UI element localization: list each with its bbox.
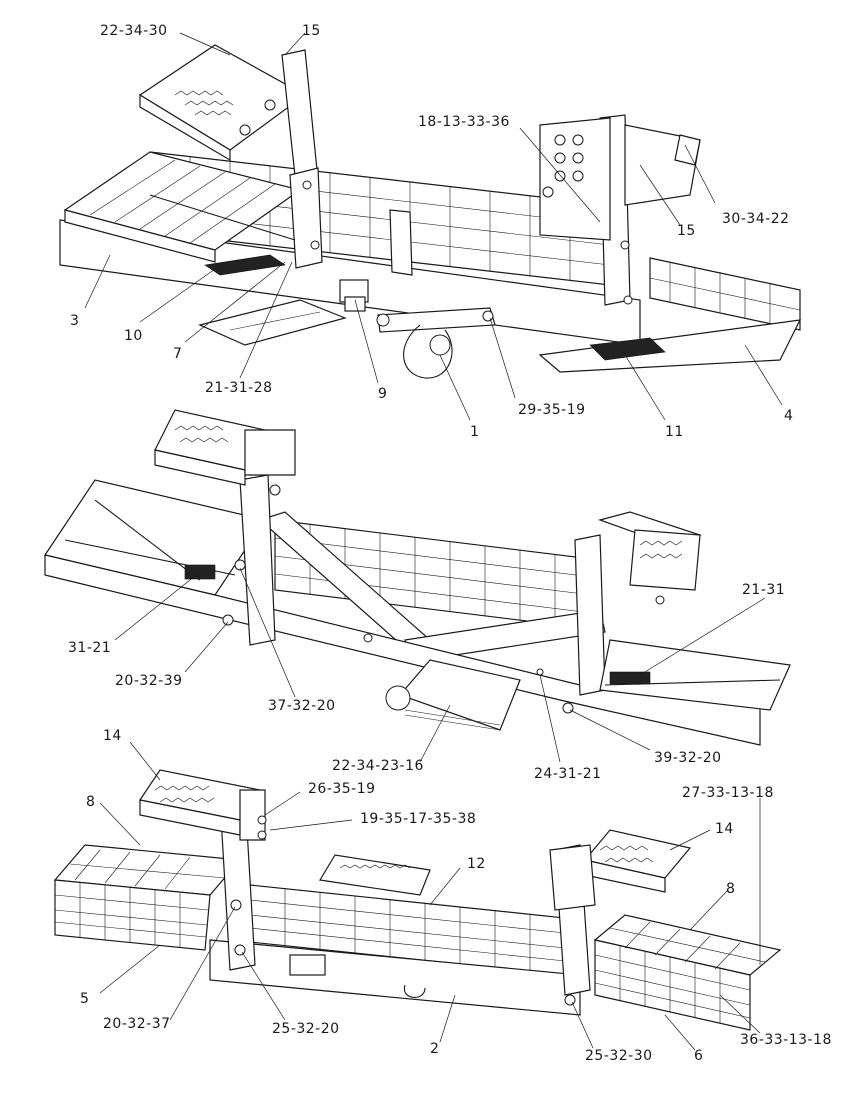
callout-8-right: 8 bbox=[726, 881, 735, 897]
callout-21-31-28: 21-31-28 bbox=[205, 380, 273, 396]
callout-30-34-22: 30-34-22 bbox=[722, 211, 790, 227]
upper-lower-step bbox=[198, 299, 347, 346]
callout-14-right: 14 bbox=[715, 821, 734, 837]
callout-20-32-39: 20-32-39 bbox=[115, 673, 183, 689]
callout-11: 11 bbox=[665, 424, 684, 440]
callout-1: 1 bbox=[470, 424, 479, 440]
upper-leaders bbox=[84, 32, 783, 421]
callout-8-left: 8 bbox=[86, 794, 95, 810]
upper-view: 22-34-30 15 18-13-33-36 30-34-22 15 3 10… bbox=[59, 23, 802, 440]
callout-4: 4 bbox=[784, 408, 793, 424]
callout-14-left: 14 bbox=[103, 728, 122, 744]
callout-37-32-20: 37-32-20 bbox=[268, 698, 336, 714]
callout-39-32-20: 39-32-20 bbox=[654, 750, 722, 766]
callout-22-34-23-16: 22-34-23-16 bbox=[332, 758, 424, 774]
callout-27-33-13-18: 27-33-13-18 bbox=[682, 785, 774, 801]
middle-callouts: 21-31 31-21 20-32-39 37-32-20 22-34-23-1… bbox=[68, 582, 785, 782]
middle-left-post bbox=[239, 474, 276, 646]
lower-view: 14 8 26-35-19 19-35-17-35-38 27-33-13-18… bbox=[53, 728, 832, 1064]
callout-26-35-19: 26-35-19 bbox=[308, 781, 376, 797]
callout-25-32-20: 25-32-20 bbox=[272, 1021, 340, 1037]
callout-6: 6 bbox=[694, 1048, 703, 1064]
middle-right-top-step bbox=[597, 511, 702, 605]
callout-24-31-21: 24-31-21 bbox=[534, 766, 602, 782]
upper-callouts: 22-34-30 15 18-13-33-36 30-34-22 15 3 10… bbox=[70, 23, 793, 440]
callout-2: 2 bbox=[430, 1041, 439, 1057]
callout-25-32-30: 25-32-30 bbox=[585, 1048, 653, 1064]
upper-left-post bbox=[281, 49, 319, 186]
lower-left-grating-step bbox=[53, 844, 242, 951]
callout-21-31: 21-31 bbox=[742, 582, 785, 598]
middle-right-tray bbox=[599, 639, 791, 711]
callout-19-35-17-35-38: 19-35-17-35-38 bbox=[360, 811, 476, 827]
middle-main-beam bbox=[44, 554, 761, 746]
callout-10: 10 bbox=[124, 328, 143, 344]
callout-15-right: 15 bbox=[677, 223, 696, 239]
middle-hitch-box bbox=[398, 659, 521, 731]
middle-hitch-eye bbox=[385, 685, 411, 711]
callout-5: 5 bbox=[80, 991, 89, 1007]
callout-29-35-19: 29-35-19 bbox=[518, 402, 586, 418]
callout-9: 9 bbox=[378, 386, 387, 402]
callout-20-32-37: 20-32-37 bbox=[103, 1016, 171, 1032]
callout-7: 7 bbox=[173, 346, 182, 362]
middle-left-top-step bbox=[154, 409, 296, 496]
lower-leaders bbox=[99, 741, 761, 1051]
right-step-pad bbox=[589, 337, 666, 361]
upper-top-step bbox=[138, 44, 307, 162]
upper-center-bracket bbox=[389, 209, 413, 276]
callout-18-13-33-36: 18-13-33-36 bbox=[418, 114, 510, 130]
callout-3: 3 bbox=[70, 313, 79, 329]
callout-15-top: 15 bbox=[302, 23, 321, 39]
tow-hook bbox=[376, 307, 496, 379]
left-step-pad bbox=[204, 254, 286, 276]
lower-left-top-step bbox=[139, 769, 267, 841]
middle-leaders bbox=[114, 567, 766, 763]
lower-right-top-step bbox=[549, 829, 692, 911]
callout-22-34-30: 22-34-30 bbox=[100, 23, 168, 39]
lower-right-grating-step bbox=[593, 914, 782, 1031]
callout-36-33-13-18: 36-33-13-18 bbox=[740, 1032, 832, 1048]
lower-callouts: 14 8 26-35-19 19-35-17-35-38 27-33-13-18… bbox=[80, 728, 832, 1064]
callout-12: 12 bbox=[467, 856, 486, 872]
callout-31-21: 31-21 bbox=[68, 640, 111, 656]
middle-right-post bbox=[574, 534, 606, 696]
upper-brace bbox=[149, 194, 296, 241]
lower-hitch-box bbox=[319, 854, 431, 896]
middle-view: 21-31 31-21 20-32-39 37-32-20 22-34-23-1… bbox=[44, 409, 791, 782]
upper-left-step bbox=[63, 151, 302, 263]
